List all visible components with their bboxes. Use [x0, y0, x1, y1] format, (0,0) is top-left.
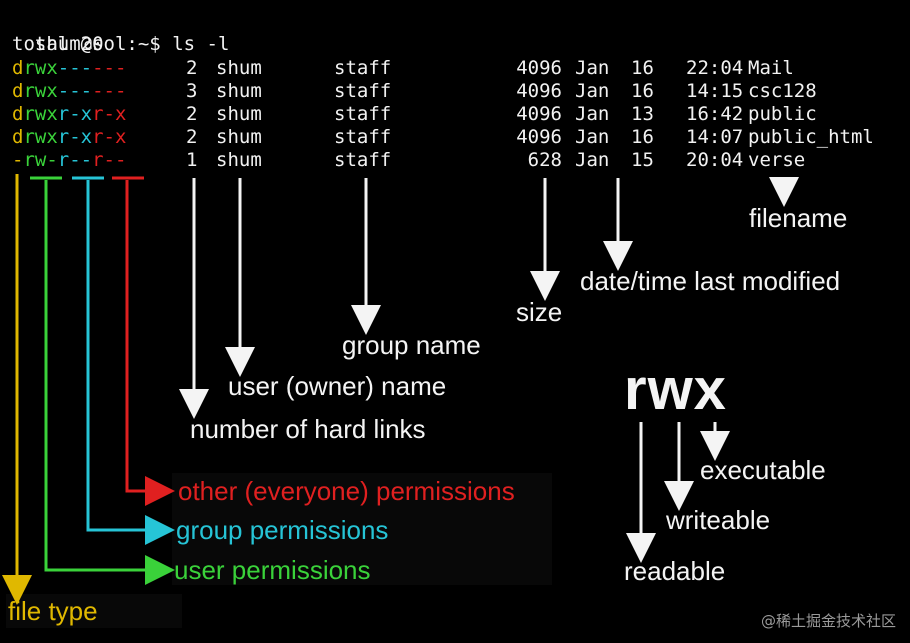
month: Jan	[575, 126, 610, 148]
time: 14:15	[686, 80, 744, 102]
datetime-label: date/time last modified	[580, 266, 841, 296]
filename-label: filename	[749, 203, 848, 233]
day: 16	[631, 80, 654, 102]
file-size: 4096	[516, 57, 562, 79]
day: 15	[631, 149, 654, 171]
rwx-title: rwx	[624, 357, 727, 422]
permission-string: drwx------	[12, 80, 126, 103]
day: 16	[631, 57, 654, 79]
total-line: total 20	[12, 33, 104, 55]
filename: csc128	[748, 80, 817, 102]
file-type-char: d	[12, 103, 24, 125]
user-perm-label: user permissions	[174, 555, 371, 585]
terminal-prompt-line: shum@sol:~$ ls -l	[12, 10, 230, 56]
time: 22:04	[686, 57, 744, 79]
filename: public_html	[748, 126, 874, 148]
prompt: shum@sol:~$	[34, 33, 161, 55]
file-type-char: d	[12, 57, 24, 79]
other-perm-chars: r-x	[92, 103, 127, 125]
owner-name: shum	[216, 80, 262, 102]
owner-name-label: user (owner) name	[228, 371, 447, 401]
hard-links-label: number of hard links	[190, 414, 426, 444]
other-perm-arrow	[125, 180, 175, 506]
time: 16:42	[686, 103, 744, 125]
hard-links-count: 2	[186, 57, 198, 79]
file-size: 4096	[516, 80, 562, 102]
user-perm-chars: rwx	[23, 57, 58, 79]
command: ls -l	[172, 33, 230, 55]
owner-name: shum	[216, 103, 262, 125]
file-size: 4096	[516, 126, 562, 148]
month: Jan	[575, 80, 610, 102]
owner-name: shum	[216, 126, 262, 148]
user-perm-chars: rwx	[23, 103, 58, 125]
file-type-char: -	[12, 149, 24, 171]
group-name: staff	[334, 126, 392, 148]
file-type-char: d	[12, 126, 24, 148]
user-perm-arrow	[44, 180, 175, 585]
other-perm-label: other (everyone) permissions	[178, 476, 515, 506]
group-name: staff	[334, 103, 392, 125]
other-perm-chars: r--	[92, 149, 127, 171]
file-type-label: file type	[8, 596, 98, 626]
group-perm-chars: r--	[57, 149, 93, 171]
other-perm-chars: r-x	[92, 126, 127, 148]
other-perm-chars: ---	[92, 80, 127, 102]
group-name: staff	[334, 80, 392, 102]
owner-name: shum	[216, 149, 262, 171]
filename: verse	[748, 149, 806, 171]
size-label: size	[516, 297, 563, 327]
owner-name: shum	[216, 57, 262, 79]
permission-string: drwx------	[12, 57, 126, 80]
writeable-label: writeable	[666, 505, 771, 535]
permission-string: drwxr-xr-x	[12, 103, 126, 126]
day: 13	[631, 103, 654, 125]
group-perm-chars: ---	[57, 57, 93, 79]
group-name-label: group name	[342, 330, 481, 360]
day: 16	[631, 126, 654, 148]
group-perm-chars: r-x	[57, 126, 93, 148]
month: Jan	[575, 149, 610, 171]
file-size: 628	[527, 149, 562, 171]
group-perm-label: group permissions	[176, 515, 389, 545]
hard-links-count: 2	[186, 103, 198, 125]
month: Jan	[575, 103, 610, 125]
group-perm-chars: r-x	[57, 103, 93, 125]
group-name: staff	[334, 149, 392, 171]
user-perm-chars: rwx	[23, 80, 58, 102]
month: Jan	[575, 57, 610, 79]
filename: Mail	[748, 57, 794, 79]
hard-links-count: 1	[186, 149, 198, 171]
perm-label-backdrop	[172, 473, 552, 585]
user-perm-chars: rwx	[23, 126, 58, 148]
watermark: @稀土掘金技术社区	[760, 612, 896, 630]
filename: public	[748, 103, 817, 125]
group-perm-chars: ---	[57, 80, 93, 102]
readable-label: readable	[624, 556, 726, 586]
file-type-backdrop	[6, 594, 182, 628]
file-size: 4096	[516, 103, 562, 125]
permission-string: drwxr-xr-x	[12, 126, 126, 149]
user-perm-chars: rw-	[23, 149, 58, 171]
executable-label: executable	[700, 455, 826, 485]
group-perm-arrow	[86, 180, 175, 545]
time: 14:07	[686, 126, 744, 148]
file-type-char: d	[12, 80, 24, 102]
group-name: staff	[334, 57, 392, 79]
hard-links-count: 3	[186, 80, 198, 102]
other-perm-chars: ---	[92, 57, 127, 79]
time: 20:04	[686, 149, 744, 171]
hard-links-count: 2	[186, 126, 198, 148]
permission-string: -rw-r--r--	[12, 149, 126, 172]
